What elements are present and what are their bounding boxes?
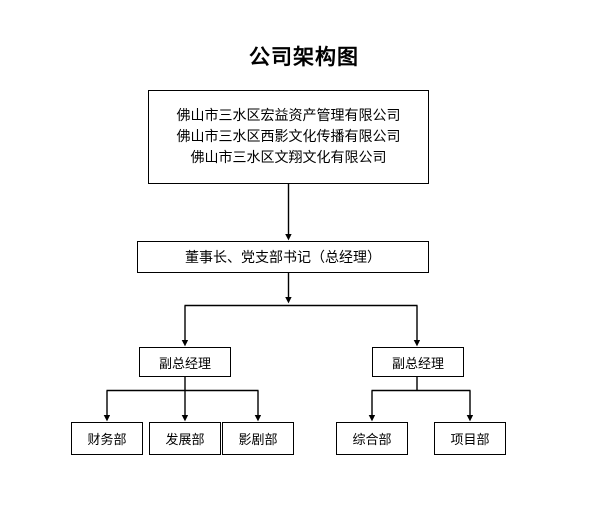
- node-department-development: 发展部: [149, 422, 221, 455]
- company-name-line-2: 佛山市三水区西影文化传播有限公司: [176, 128, 401, 145]
- node-general-affairs-label: 综合部: [352, 433, 392, 448]
- node-finance-label: 财务部: [87, 433, 127, 448]
- node-department-film-drama: 影剧部: [222, 422, 294, 455]
- node-deputy-manager-right: 副总经理: [372, 347, 464, 377]
- node-chairman-label: 董事长、党支部书记（总经理）: [185, 250, 381, 266]
- company-name-line-1: 佛山市三水区宏益资产管理有限公司: [176, 107, 401, 124]
- node-department-project: 项目部: [434, 422, 506, 455]
- node-project-label: 项目部: [450, 433, 490, 448]
- node-film-drama-label: 影剧部: [238, 433, 278, 448]
- node-department-general-affairs: 综合部: [336, 422, 408, 455]
- node-department-finance: 财务部: [71, 422, 143, 455]
- node-company-group: 佛山市三水区宏益资产管理有限公司 佛山市三水区西影文化传播有限公司 佛山市三水区…: [148, 90, 429, 184]
- node-deputy-left-label: 副总经理: [158, 356, 211, 372]
- node-development-label: 发展部: [165, 433, 205, 448]
- node-deputy-right-label: 副总经理: [391, 356, 444, 372]
- node-chairman: 董事长、党支部书记（总经理）: [137, 241, 429, 273]
- company-name-line-3: 佛山市三水区文翔文化有限公司: [190, 149, 387, 166]
- node-deputy-manager-left: 副总经理: [139, 347, 231, 377]
- page-title: 公司架构图: [249, 45, 359, 69]
